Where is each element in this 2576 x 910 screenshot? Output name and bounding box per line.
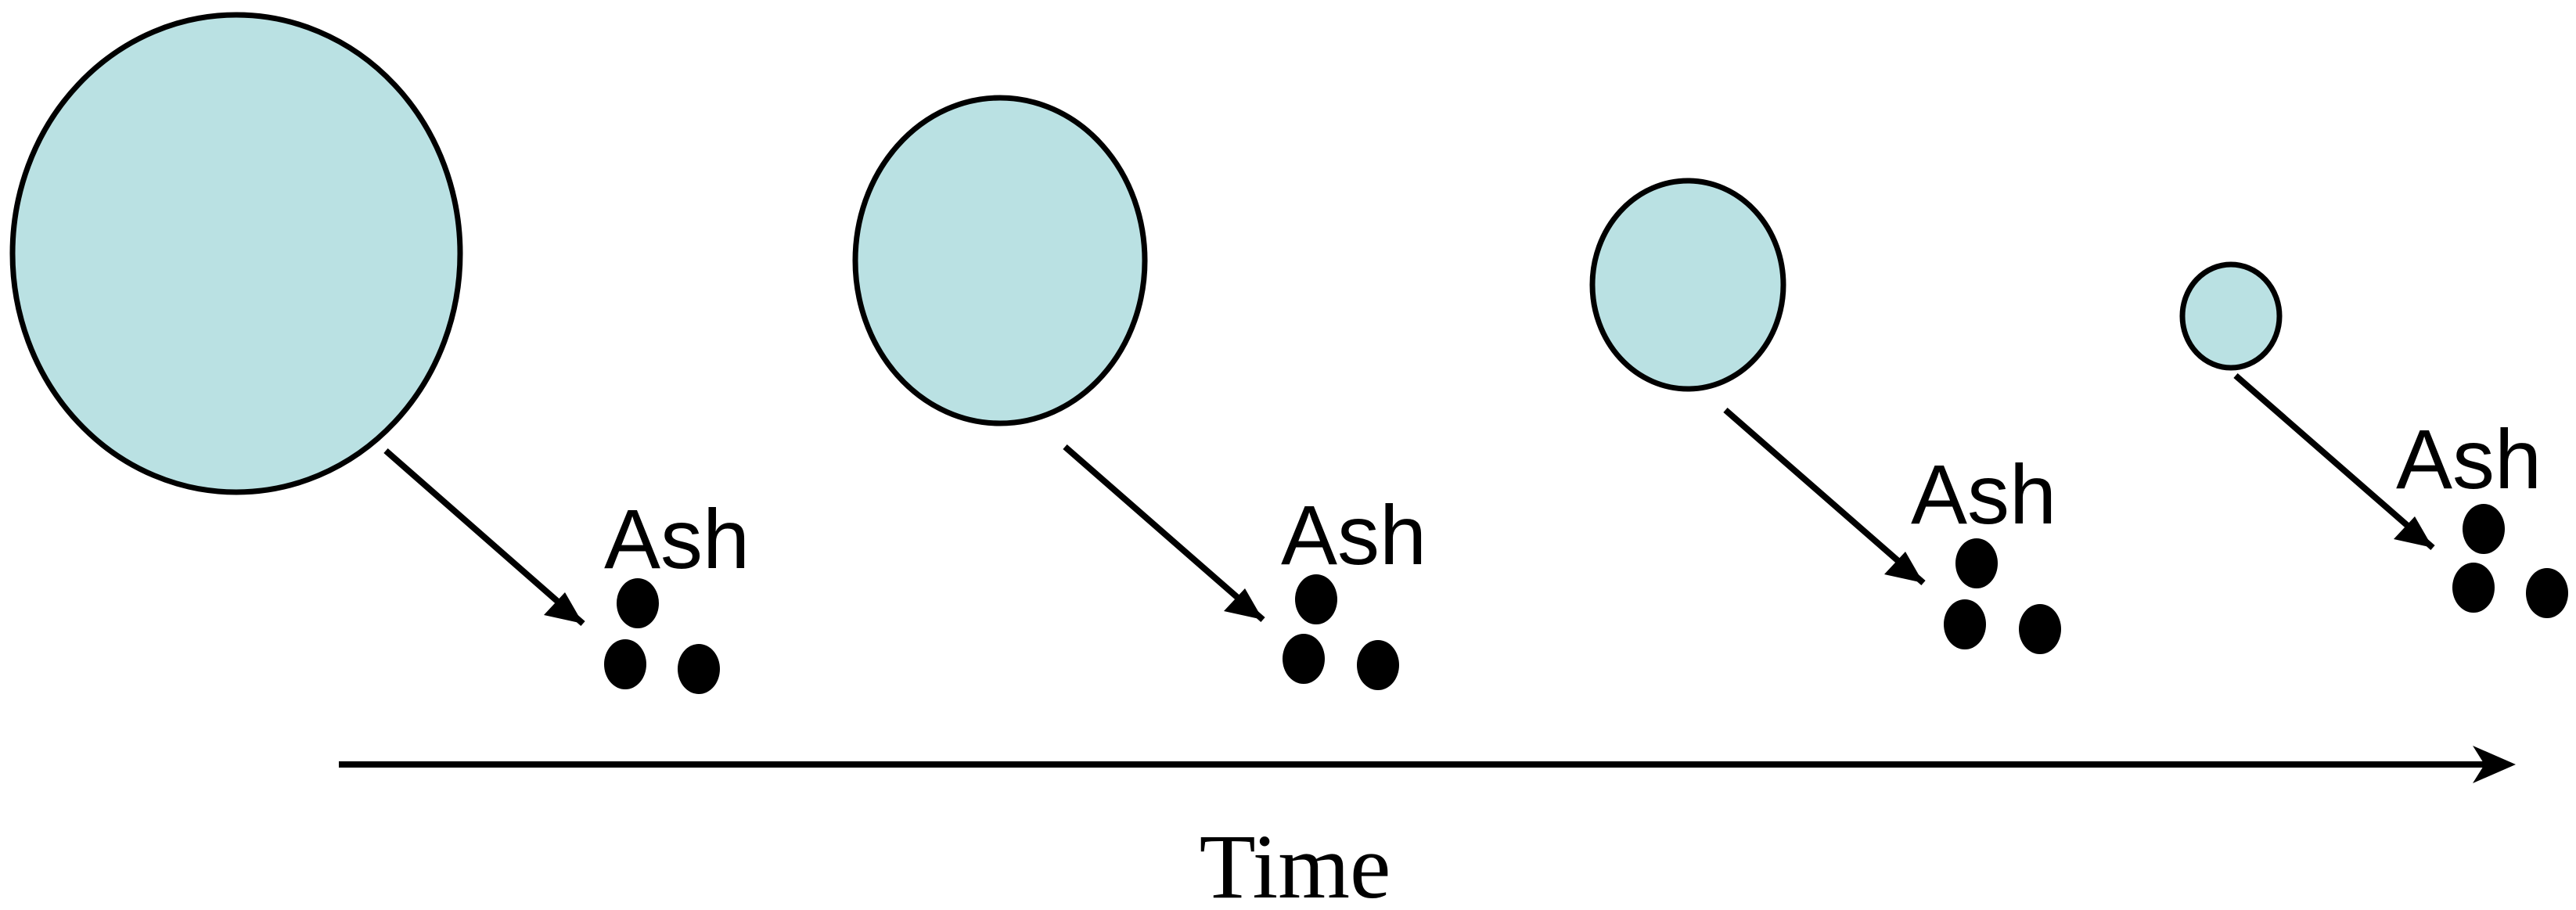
ash-particle: [2452, 563, 2495, 613]
ash-label-4: Ash: [2396, 412, 2542, 506]
ash-particle: [2463, 504, 2505, 554]
ash-particle: [1283, 634, 1325, 684]
ash-label-1: Ash: [604, 491, 750, 586]
ash-arrowhead-4: [2394, 516, 2433, 548]
stage-3: Ash: [1589, 178, 2061, 654]
ash-particle: [1357, 640, 1399, 690]
ash-label-2: Ash: [1281, 487, 1427, 582]
fuel-circle-1: [9, 12, 463, 495]
fuel-circle-3: [1589, 178, 1786, 392]
stage-4: Ash: [2179, 261, 2568, 618]
stage-1: Ash: [9, 12, 750, 694]
ash-particle: [1955, 538, 1998, 588]
ash-particle: [604, 639, 646, 689]
ash-arrow-3: [1723, 407, 1926, 586]
ash-arrow-4: [2233, 372, 2435, 551]
ash-arrowhead-1: [544, 592, 583, 624]
ash-particle: [617, 578, 659, 628]
stage-2: Ash: [852, 95, 1427, 690]
time-axis-arrowhead: [2473, 746, 2516, 783]
ash-arrow-1: [383, 448, 585, 627]
ash-particle: [1295, 574, 1337, 624]
ash-label-3: Ash: [1911, 447, 2056, 541]
ash-arrow-2: [1063, 444, 1265, 623]
fuel-circle-4: [2179, 261, 2283, 371]
ash-particle: [1944, 599, 1986, 649]
ash-particle: [678, 644, 720, 694]
time-axis-label: Time: [1200, 815, 1391, 910]
time-axis: Time: [339, 746, 2516, 910]
ash-particle: [2019, 604, 2061, 654]
ash-particle: [2526, 568, 2568, 618]
fuel-circle-2: [852, 95, 1148, 426]
ash-arrowhead-3: [1884, 552, 1923, 583]
ash-arrowhead-2: [1224, 588, 1263, 620]
